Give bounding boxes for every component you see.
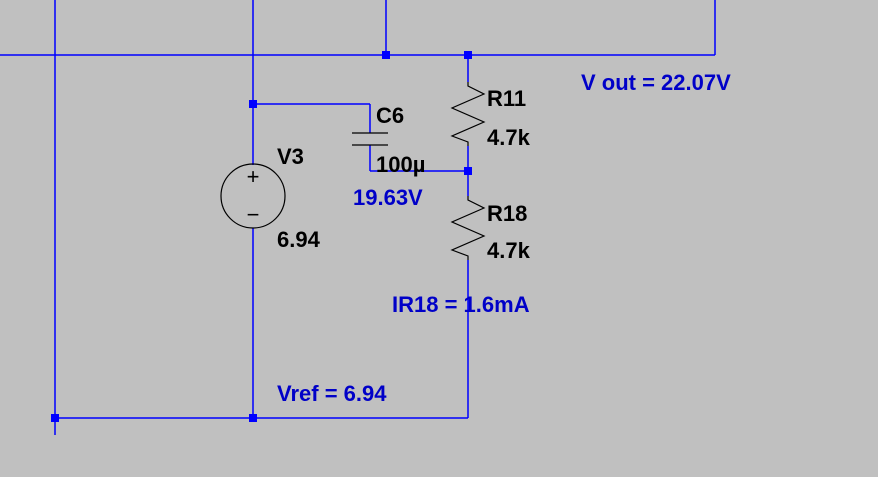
junction-bottom-v3 [249,414,257,422]
c6-value-label: 100µ [376,152,425,177]
v3-voltage-source-symbol[interactable]: + − [220,163,286,229]
v3-name-label: V3 [277,144,304,169]
r18-resistor-symbol[interactable] [450,196,486,260]
c6-capacitor-symbol[interactable] [352,132,388,146]
vout-annotation: V out = 22.07V [581,70,731,95]
cap-voltage-annotation: 19.63V [353,185,423,210]
r11-resistor-symbol[interactable] [450,82,486,146]
v3-plus-sign: + [247,164,260,189]
r18-value-label: 4.7k [487,238,531,263]
junction-top-mid [382,51,390,59]
ir18-annotation: IR18 = 1.6mA [392,292,530,317]
v3-source-circle [220,163,286,229]
r18-name-label: R18 [487,201,527,226]
junction-c6-v3 [249,100,257,108]
wires [0,0,716,435]
junction-r11-r18 [464,167,472,175]
r11-value-label: 4.7k [487,125,531,150]
c6-name-label: C6 [376,103,404,128]
r11-name-label: R11 [487,86,526,111]
junction-r11-top [464,51,472,59]
v3-value-label: 6.94 [277,227,321,252]
vref-annotation: Vref = 6.94 [277,381,387,406]
junctions [51,51,472,422]
junction-bottom-left [51,414,59,422]
v3-minus-sign: − [247,202,260,227]
